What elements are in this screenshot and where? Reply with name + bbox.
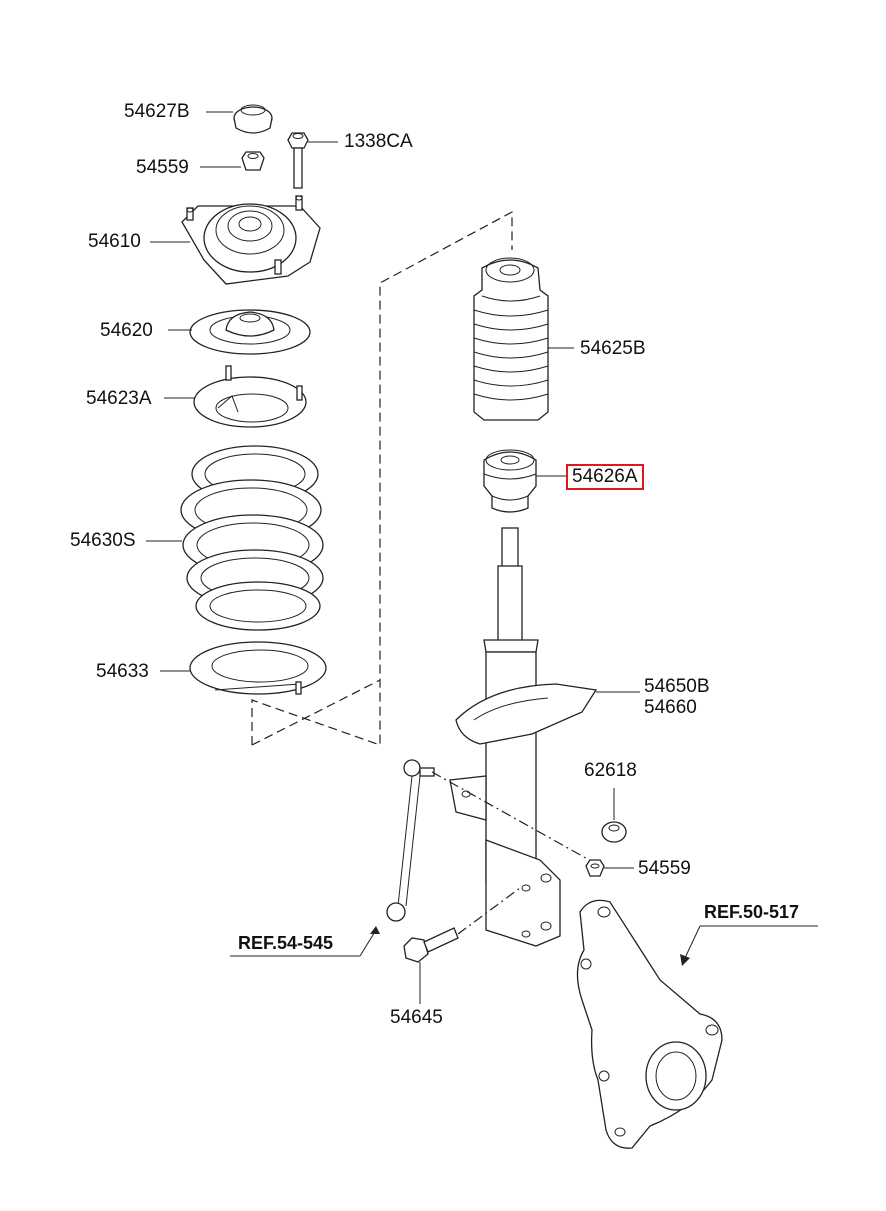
label-54626A-highlighted[interactable]: 54626A [566,464,644,490]
part-54645-bolt[interactable] [403,927,459,963]
part-54559-bottom-nut[interactable] [585,859,605,877]
label-54559-bottom[interactable]: 54559 [638,858,691,879]
label-54559-top[interactable]: 54559 [136,157,189,178]
label-54610[interactable]: 54610 [88,231,141,252]
part-54559-top-nut[interactable] [241,151,265,171]
part-54620-bearing[interactable] [189,309,311,355]
part-1338CA-nut[interactable] [287,132,309,189]
part-knuckle[interactable] [576,899,723,1149]
part-54650B-strut-assembly[interactable] [449,527,598,947]
label-62618[interactable]: 62618 [584,760,637,781]
label-54625B[interactable]: 54625B [580,338,646,359]
part-54626A-bump-stopper[interactable] [483,449,537,513]
label-54620[interactable]: 54620 [100,320,153,341]
assembly-dashed-frame [251,210,513,746]
label-1338CA[interactable]: 1338CA [344,131,413,152]
label-54650B[interactable]: 54650B [644,676,710,697]
part-54630S-coil-spring[interactable] [180,445,324,631]
label-54645[interactable]: 54645 [390,1007,443,1028]
label-54623A[interactable]: 54623A [86,388,152,409]
part-54623A-spring-seat[interactable] [193,365,307,428]
part-54625B-dust-boot[interactable] [473,257,549,421]
ref-54-545-link[interactable]: REF.54-545 [238,933,334,953]
part-54627B-cap[interactable] [233,104,273,134]
label-54627B[interactable]: 54627B [124,101,190,122]
part-stabilizer-link[interactable] [386,759,435,922]
part-54633-lower-pad[interactable] [189,641,327,695]
label-54660[interactable]: 54660 [644,697,697,718]
label-54633[interactable]: 54633 [96,661,149,682]
label-54630S[interactable]: 54630S [70,530,136,551]
part-54610-strut-mount[interactable] [181,195,321,285]
ref-50-517-link[interactable]: REF.50-517 [704,902,800,922]
part-62618-bushing[interactable] [601,821,627,843]
